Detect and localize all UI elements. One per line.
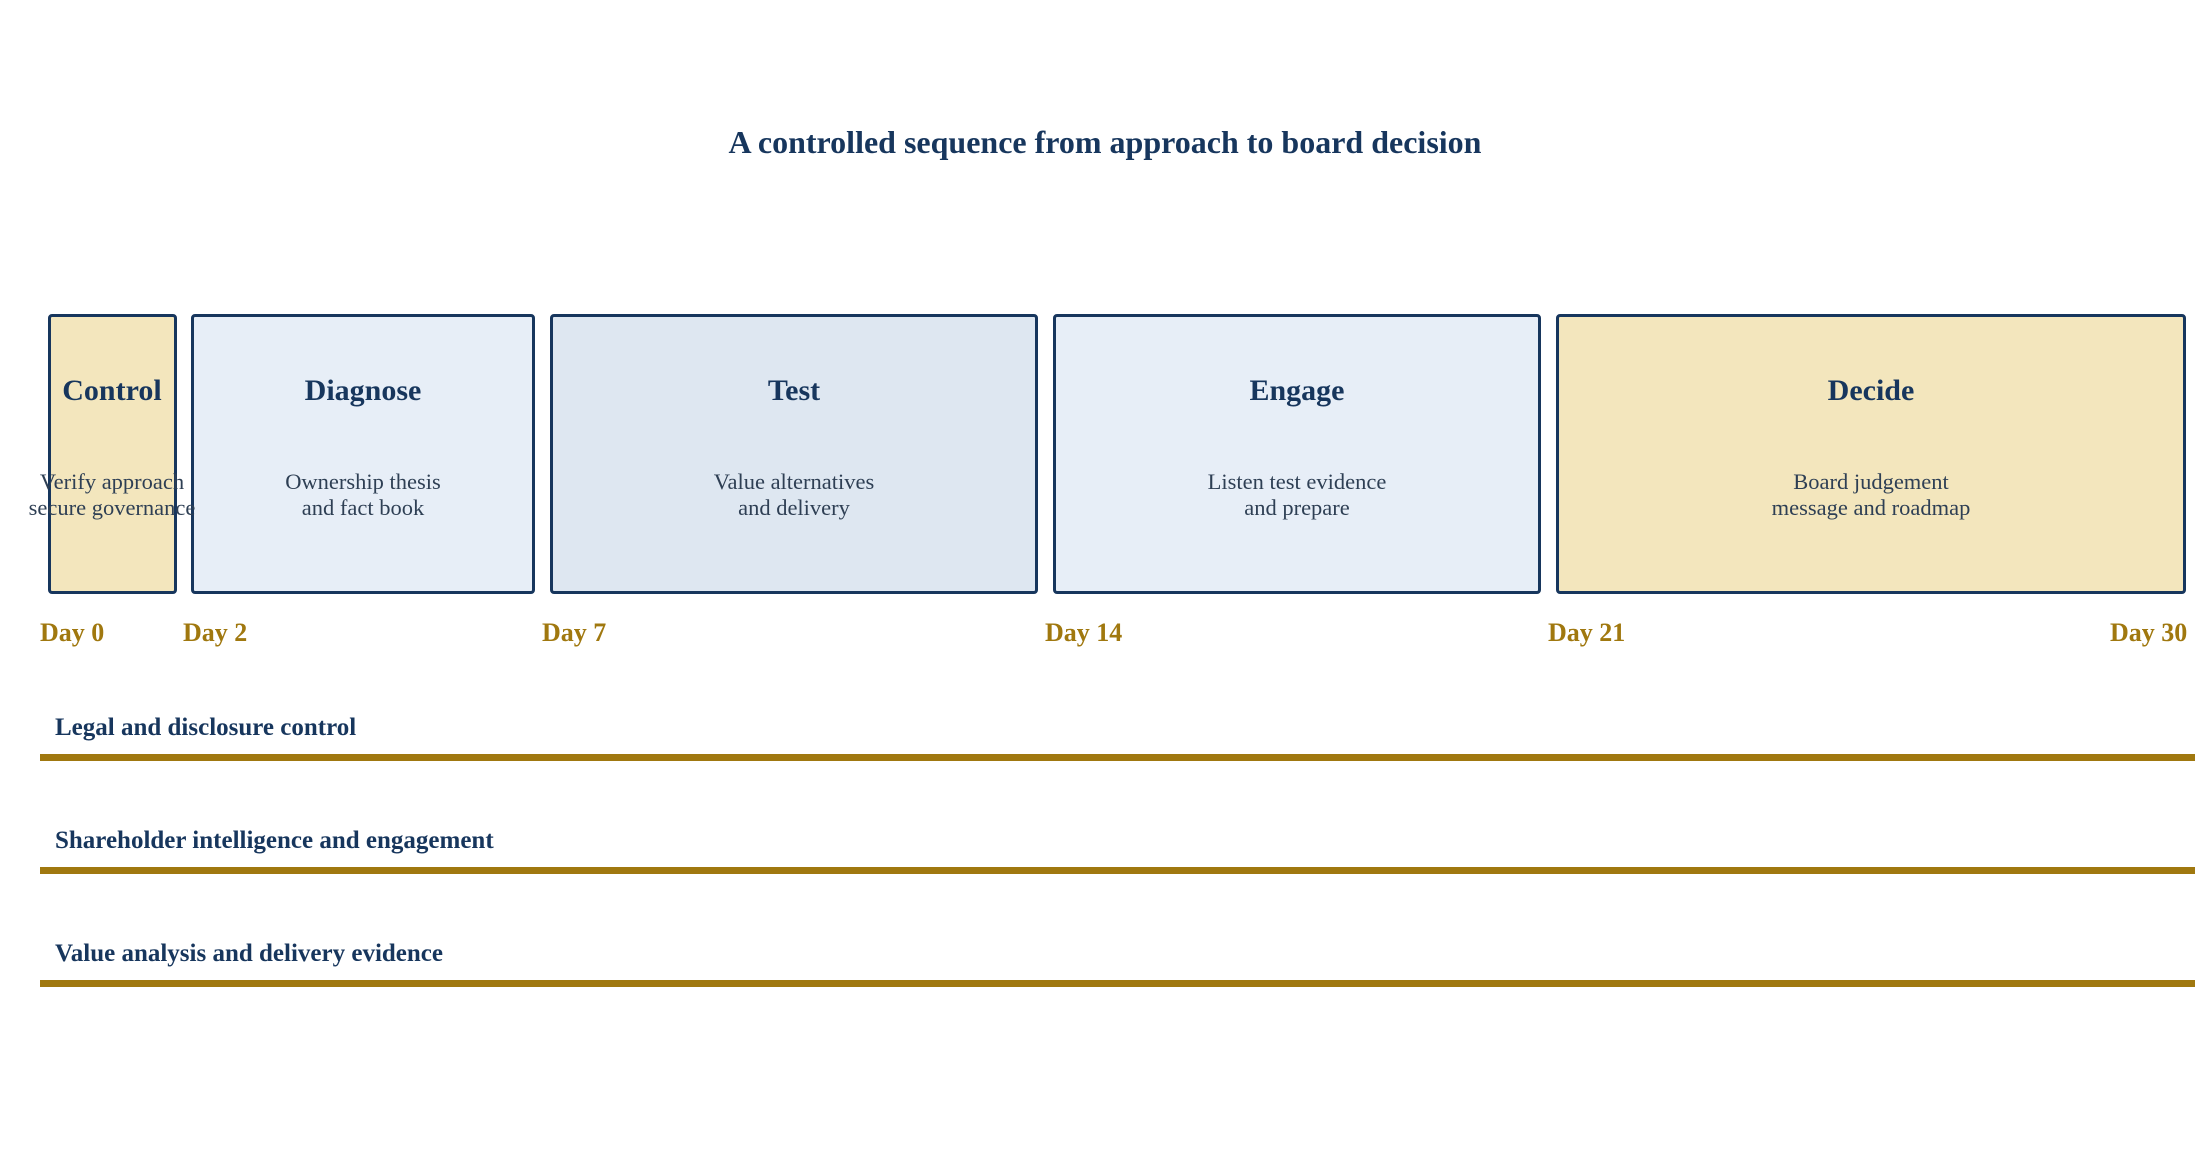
phase-box-decide <box>1556 314 2186 594</box>
diagram-title: A controlled sequence from approach to b… <box>728 124 1482 160</box>
workstream-line <box>40 867 2195 874</box>
phase-box-control <box>48 314 177 594</box>
phase-description-line: Ownership thesis <box>285 469 441 494</box>
workstream-label: Legal and disclosure control <box>55 714 357 741</box>
phase-description: Board judgement message and roadmap <box>1721 469 2021 521</box>
phase-name: Engage <box>1249 374 1345 407</box>
phase-name: Diagnose <box>304 374 422 407</box>
phase-description-line: and fact book <box>301 495 425 520</box>
phase-description-line: Value alternatives <box>713 469 875 494</box>
workstream-label: Value analysis and delivery evidence <box>55 940 443 967</box>
phase-name: Test <box>767 374 821 407</box>
workstream-line <box>40 980 2195 987</box>
day-marker: Day 2 <box>183 618 248 647</box>
phase-description: Ownership thesis and fact book <box>213 469 513 521</box>
phase-description: Value alternatives and delivery <box>644 469 944 521</box>
phase-description-line: and prepare <box>1244 495 1350 520</box>
day-marker: Day 30 <box>2110 618 2188 647</box>
phase-description-line: secure governance <box>28 495 196 520</box>
phase-box-test <box>550 314 1038 594</box>
workstream-label: Shareholder intelligence and engagement <box>55 827 494 854</box>
phase-name: Control <box>62 374 162 407</box>
phase-box-diagnose <box>191 314 535 594</box>
workstream-line <box>40 754 2195 761</box>
day-marker: Day 21 <box>1548 618 1626 647</box>
phase-description-line: message and roadmap <box>1771 495 1971 520</box>
phase-description-line: Listen test evidence <box>1207 469 1387 494</box>
phase-description: Verify approach secure governance <box>0 469 262 521</box>
day-marker: Day 14 <box>1045 618 1123 647</box>
day-marker: Day 7 <box>542 618 607 647</box>
phase-description-line: Verify approach <box>39 469 185 494</box>
phase-description-line: Board judgement <box>1793 469 1949 494</box>
phase-description-line: and delivery <box>738 495 850 520</box>
phase-box-engage <box>1053 314 1541 594</box>
phase-description: Listen test evidence and prepare <box>1147 469 1447 521</box>
phase-name: Decide <box>1827 374 1915 407</box>
day-marker: Day 0 <box>40 618 105 647</box>
